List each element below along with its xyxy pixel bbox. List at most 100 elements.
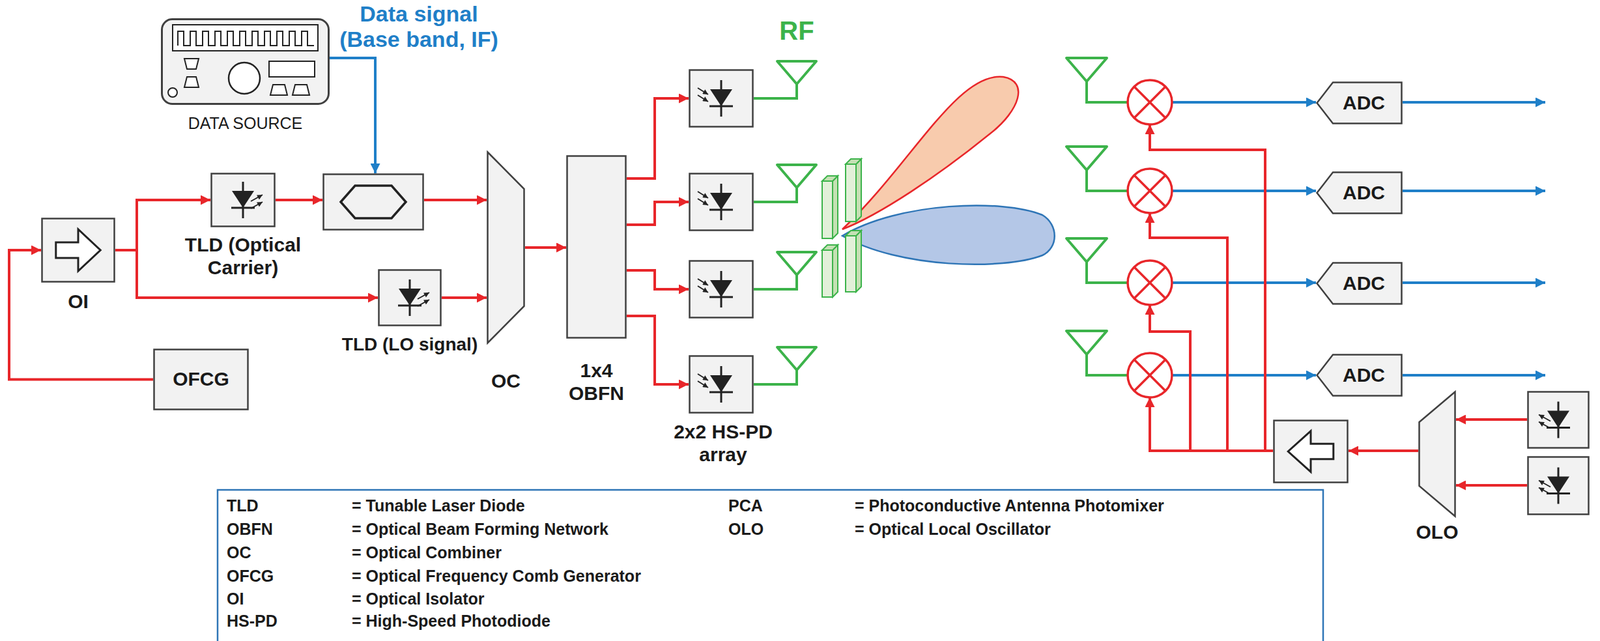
instrument-screen (172, 24, 318, 51)
signal-label: Data signal (Base band, IF) (333, 1, 505, 53)
isolator-arrow (1287, 431, 1334, 473)
antenna-symbol (1066, 238, 1107, 262)
antenna-panel-side (856, 230, 862, 292)
diode-triangle (710, 192, 733, 210)
antenna-symbol (1066, 57, 1107, 82)
adc-block: ADC (1315, 171, 1403, 215)
legend-definition: = High-Speed Photodiode (351, 611, 551, 631)
component-label: ADC (1342, 364, 1386, 387)
antenna-panel-side (832, 244, 838, 298)
node-shape (377, 269, 442, 327)
power-button (168, 87, 178, 98)
legend-abbreviation: OBFN (226, 519, 273, 539)
mixer-cross (1134, 359, 1166, 391)
legend-abbreviation: OFCG (226, 566, 274, 586)
process-box: 1x4 OBFN (566, 155, 627, 339)
instrument-button (184, 58, 199, 70)
legend-definition: = Optical Frequency Comb Generator (351, 566, 642, 586)
optical-line (626, 270, 689, 290)
mixer-symbol (1127, 80, 1172, 125)
box-outline (689, 356, 754, 414)
rf-line (753, 82, 797, 99)
if-line (1171, 189, 1316, 193)
legend-definition: = Optical Combiner (351, 543, 502, 563)
component-caption: OLO (1416, 521, 1459, 544)
adc-shape (1317, 355, 1402, 397)
digital-output-line (1402, 373, 1546, 377)
antenna-panel (845, 235, 857, 292)
optical-isolator: OI (41, 217, 116, 283)
legend-frame (217, 489, 1324, 641)
box-outline (211, 173, 275, 227)
diode-bar (709, 296, 733, 299)
signal-label: RF (779, 15, 814, 46)
laser-diode (1528, 392, 1589, 449)
diode-triangle (710, 89, 733, 107)
if-line (1171, 281, 1316, 285)
light-arrow (250, 201, 263, 209)
component-caption: TLD (Optical Carrier) (176, 233, 311, 279)
optical-isolator (1274, 420, 1348, 483)
instrument-display (269, 61, 315, 77)
legend-abbreviation: HS-PD (226, 611, 278, 631)
legend-definition: = Tunable Laser Diode (351, 496, 526, 516)
antenna-symbol (777, 252, 817, 275)
node-shape (210, 172, 276, 228)
mixer-cross (1134, 86, 1166, 118)
box-outline (689, 173, 754, 231)
optical-fiber-connector (525, 246, 567, 249)
isolator-arrow (56, 229, 101, 272)
antenna-panel-top (845, 158, 862, 165)
data-signal-line (329, 57, 376, 174)
data-source: DATA SOURCE (160, 18, 330, 105)
diode-triangle (231, 190, 255, 208)
laser-diode: TLD (LO signal) (377, 269, 442, 327)
antenna-panel-side (832, 175, 838, 239)
legend-abbreviation: PCA (728, 496, 763, 516)
lo-line (1149, 397, 1273, 451)
node-shape (160, 18, 330, 105)
adc-shape (1317, 82, 1402, 124)
light-arrow (697, 285, 709, 293)
component-caption: DATA SOURCE (188, 114, 303, 133)
mixer-symbol (1127, 168, 1172, 214)
process-box: OFCG (153, 348, 249, 411)
digital-output-line (1402, 281, 1546, 285)
optical-line (275, 198, 323, 202)
instrument-body (162, 19, 329, 105)
mixer-cross (1134, 175, 1166, 207)
legend-abbreviation: OLO (728, 519, 764, 539)
optical-combiner: OLO (1418, 390, 1457, 518)
legend-definition: = Photoconductive Antenna Photomixer (854, 496, 1165, 516)
rf-line (1086, 261, 1128, 283)
adc-shape (1317, 172, 1402, 214)
modulator (323, 174, 424, 230)
rf-line (1086, 170, 1128, 191)
node-shape (41, 217, 116, 283)
optical-line (1456, 484, 1528, 487)
rf-line (1086, 354, 1128, 376)
legend-definition: = Optical Beam Forming Network (351, 519, 609, 539)
if-line (1171, 373, 1316, 377)
light-arrow (1538, 422, 1551, 429)
mixer-symbol (1127, 260, 1172, 305)
photodiode (689, 356, 754, 414)
box-outline (154, 349, 249, 410)
optical-fiber-connector (441, 296, 487, 300)
legend-abbreviation: TLD (226, 496, 259, 516)
component-label: ADC (1342, 91, 1386, 115)
diode-bar (709, 105, 733, 108)
light-arrow (250, 194, 263, 202)
legend-definition: = Optical Local Oscillator (854, 519, 1051, 539)
node-shape (1418, 390, 1457, 518)
antenna-panel (822, 250, 833, 298)
diode-triangle (710, 280, 733, 298)
diode-triangle (398, 288, 421, 306)
part-label: 2x2 HS-PD array (669, 420, 778, 466)
component-caption: 1x4 OBFN (564, 359, 630, 405)
box-outline (1274, 420, 1348, 483)
digital-output-line (1402, 189, 1546, 193)
combiner-shape (487, 152, 525, 344)
light-arrow (1538, 480, 1551, 488)
antenna-panel (845, 164, 857, 222)
